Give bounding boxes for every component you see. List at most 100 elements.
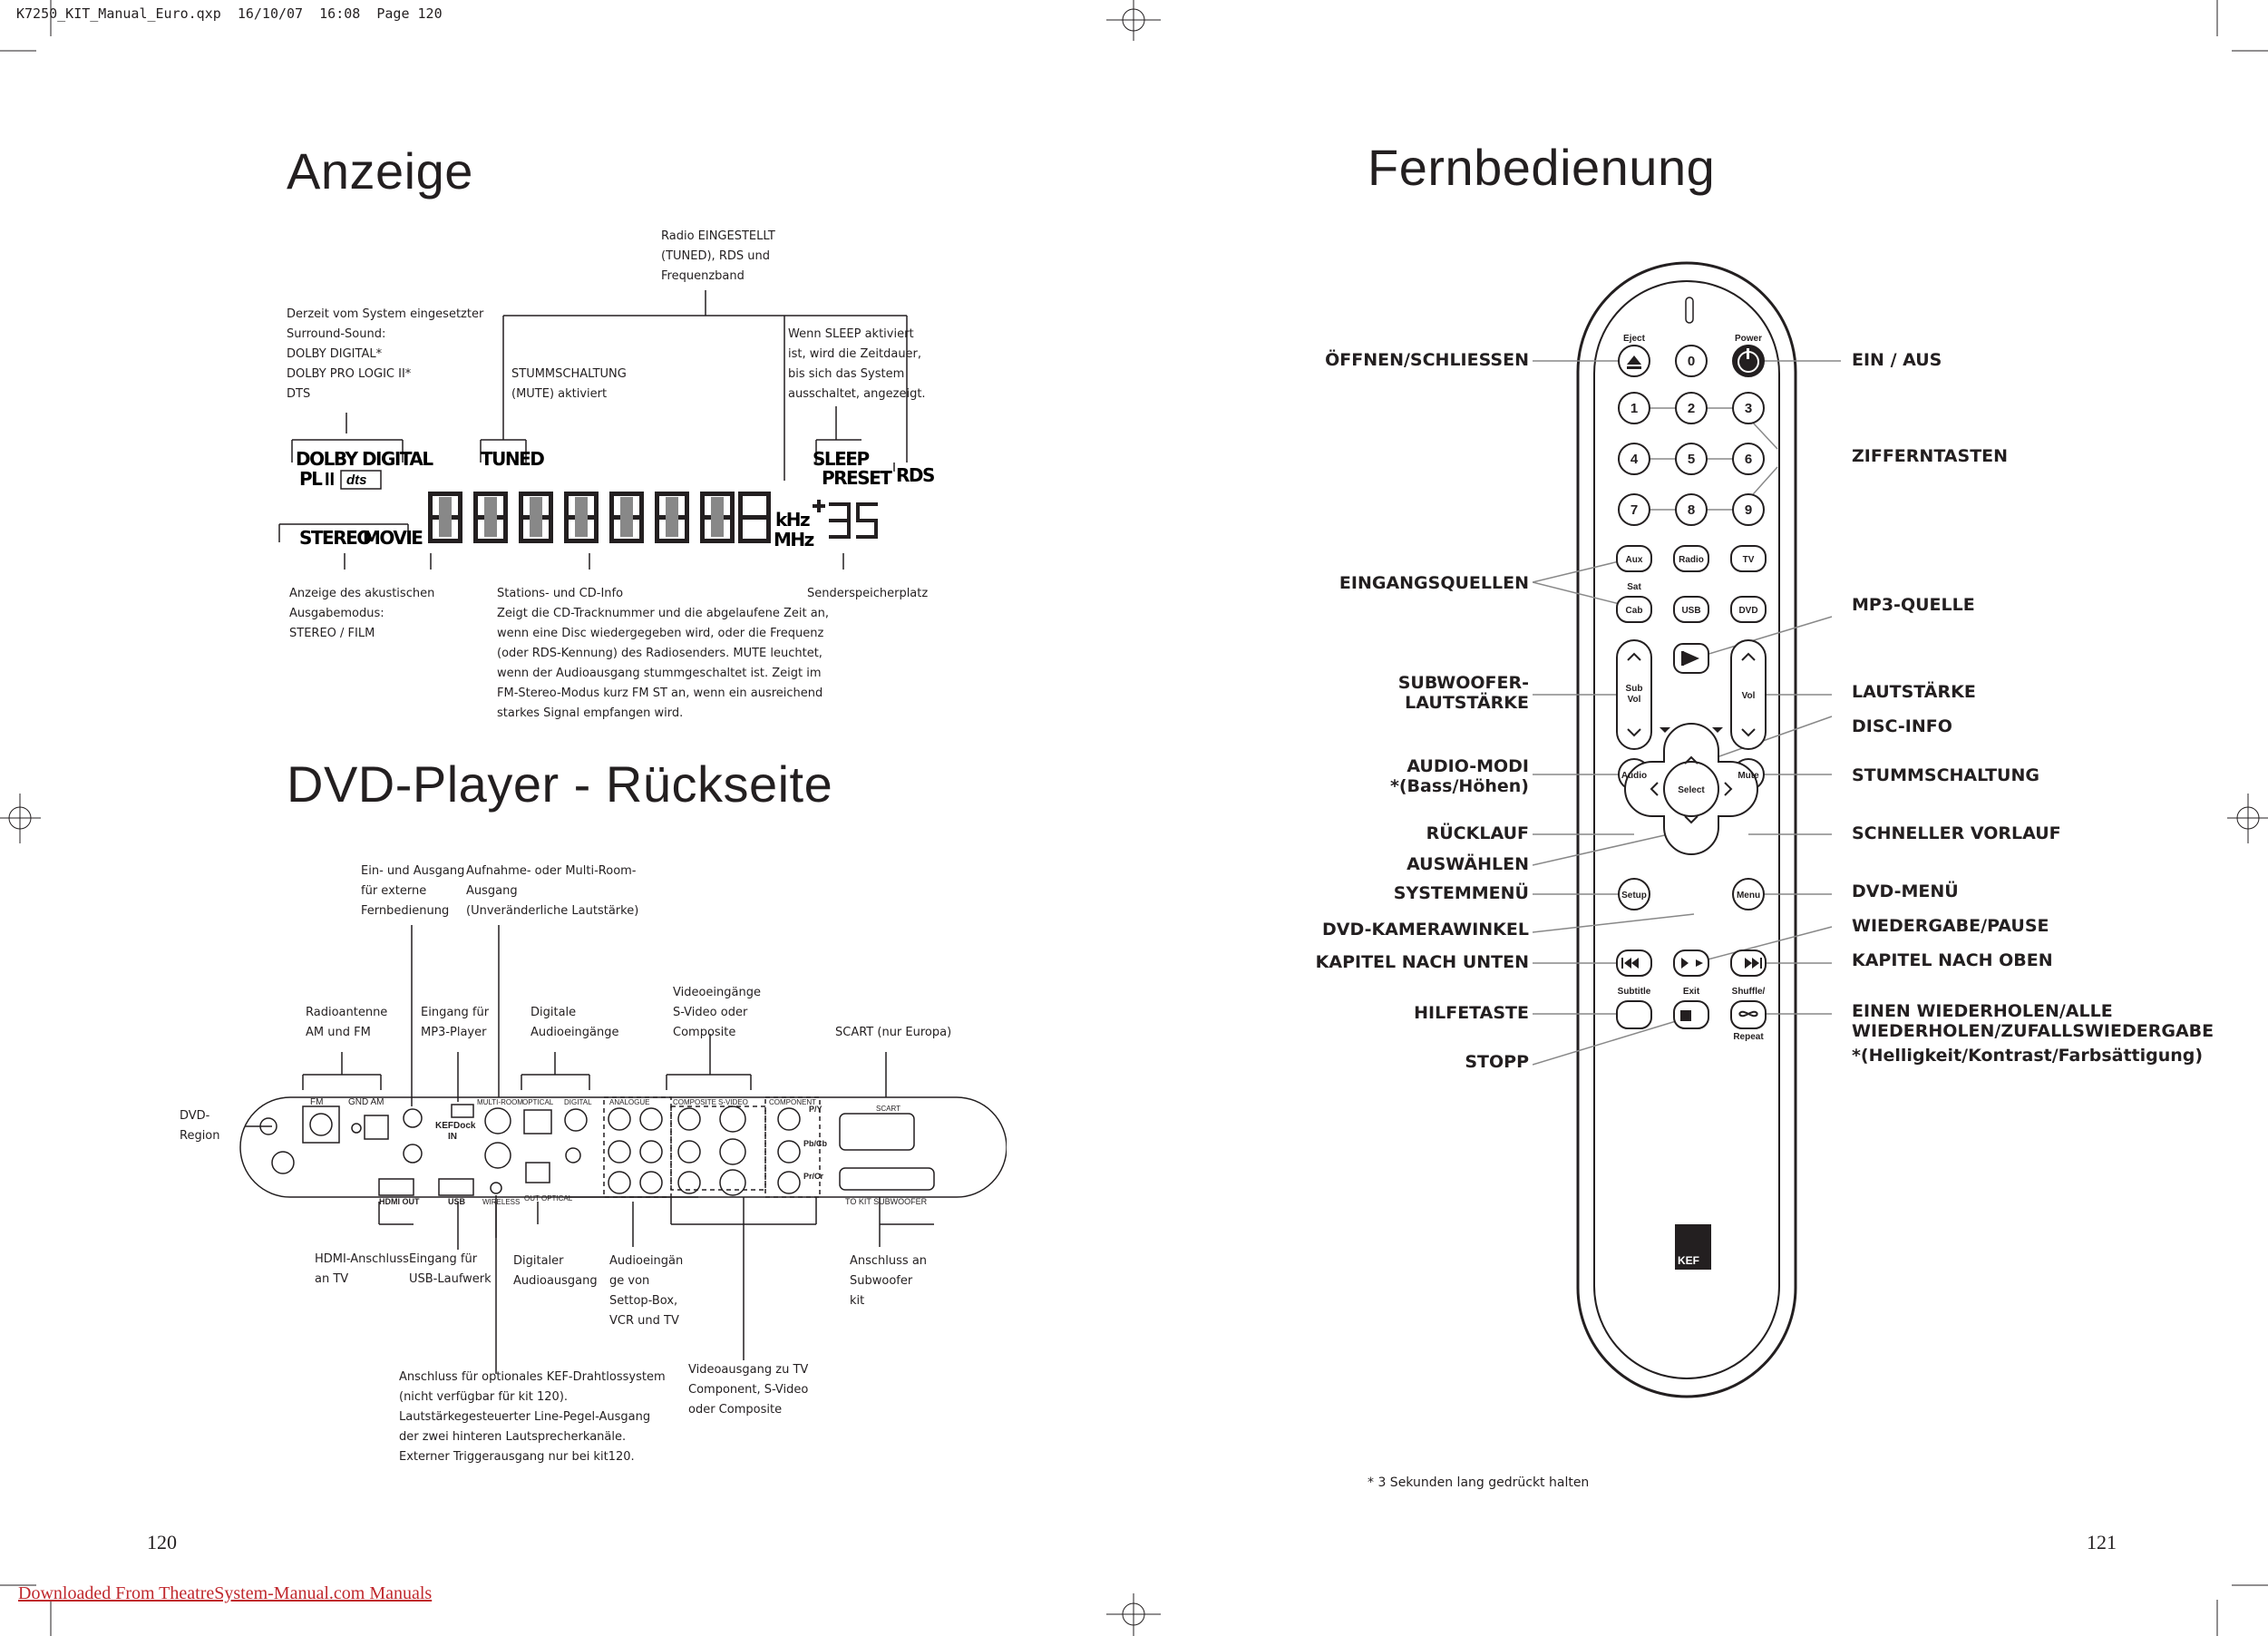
- btn-repeat-label: Repeat: [1733, 1032, 1764, 1042]
- panel-out-optical: OUT OPTICAL: [524, 1194, 573, 1203]
- panel-optical: OPTICAL: [522, 1098, 554, 1106]
- print-header: K7250_KIT_Manual_Euro.qxp 16/10/07 16:08…: [16, 5, 443, 22]
- label-audio-modes: AUDIO-MODI *(Bass/Höhen): [1389, 756, 1529, 796]
- panel-pbcb: Pb/Cb: [803, 1139, 828, 1148]
- remote-control-diagram: KEF Eject Power 0 1 2 3 4 5 6 7 8 9 Aux …: [1533, 261, 1841, 1398]
- front-display-diagram: DOLBY DIGITAL PL II dts TUNED STEREO MOV…: [278, 290, 936, 570]
- label-select: AUSWÄHLEN: [1407, 854, 1529, 874]
- btn-setup: Setup: [1621, 891, 1647, 901]
- dvd-rear-panel-diagram: FM GND AM KEFDock IN MULTI-ROOM OPTICAL …: [239, 925, 1007, 1374]
- btn-3: 3: [1745, 401, 1752, 416]
- label-play-pause: WIEDERGABE/PAUSE: [1852, 916, 2049, 936]
- vfd-rds: RDS: [896, 464, 934, 486]
- panel-composite: COMPOSITE: [673, 1098, 716, 1106]
- btn-mute: Mute: [1738, 771, 1759, 781]
- btn-2: 2: [1688, 401, 1695, 416]
- label-subwoofer-volume: SUBWOOFER- LAUTSTÄRKE: [1397, 673, 1529, 713]
- label-volume: LAUTSTÄRKE: [1852, 682, 1976, 702]
- label-stop: STOPP: [1465, 1052, 1529, 1072]
- btn-power-label: Power: [1735, 334, 1762, 344]
- label-disc-info: DISC-INFO: [1852, 716, 1952, 736]
- remote-section-title: Fernbedienung: [1368, 139, 1716, 196]
- panel-in: IN: [448, 1132, 457, 1142]
- vfd-tuned: TUNED: [481, 448, 544, 470]
- callout-mp3-input: Eingang für MP3-Player: [421, 1006, 490, 1039]
- panel-hdmi-out: HDMI OUT: [379, 1197, 420, 1206]
- panel-prcr: Pr/Cr: [803, 1172, 824, 1181]
- label-picture-settings: *(Helligkeit/Kontrast/Farbsättigung): [1852, 1046, 2204, 1066]
- callout-wireless: Anschluss für optionales KEF-Drahtlossys…: [399, 1370, 666, 1464]
- vfd-movie: MOVIE: [363, 527, 423, 549]
- label-repeat-shuffle: EINEN WIEDERHOLEN/ALLE WIEDERHOLEN/ZUFAL…: [1852, 1001, 2214, 1041]
- callout-dvd-region: DVD- Region: [180, 1109, 220, 1143]
- label-dvd-menu: DVD-MENÜ: [1852, 881, 1959, 901]
- panel-usb: USB: [448, 1197, 466, 1206]
- panel-wireless: WIRELESS: [482, 1198, 520, 1206]
- label-power: EIN / AUS: [1852, 350, 1942, 370]
- panel-component: COMPONENT: [769, 1098, 816, 1106]
- btn-cab: Cab: [1626, 606, 1643, 616]
- download-link[interactable]: Downloaded From TheatreSystem-Manual.com…: [18, 1583, 433, 1603]
- vfd-sleep: SLEEP: [813, 448, 869, 470]
- btn-select: Select: [1678, 785, 1705, 795]
- label-mute: STUMMSCHALTUNG: [1852, 765, 2039, 785]
- btn-1: 1: [1630, 401, 1638, 416]
- panel-multiroom: MULTI-ROOM: [477, 1098, 523, 1106]
- btn-tv: TV: [1743, 555, 1755, 565]
- btn-0: 0: [1688, 354, 1695, 369]
- callout-multiroom: Aufnahme- oder Multi-Room- Ausgang (Unve…: [466, 864, 639, 918]
- display-section-title: Anzeige: [287, 142, 473, 200]
- label-mp3-source: MP3-QUELLE: [1852, 595, 1975, 615]
- btn-sat-label: Sat: [1627, 582, 1641, 592]
- btn-8: 8: [1688, 502, 1695, 518]
- btn-sub-vol-label: Vol: [1628, 695, 1641, 705]
- vfd-stereo: STEREO: [299, 527, 371, 549]
- btn-audio: Audio: [1621, 771, 1647, 781]
- btn-vol-label: Vol: [1742, 691, 1756, 701]
- panel-kefdock: KEFDock: [435, 1121, 476, 1131]
- callout-scart: SCART (nur Europa): [835, 1026, 952, 1039]
- label-camera-angle: DVD-KAMERAWINKEL: [1321, 920, 1529, 940]
- btn-radio: Radio: [1679, 555, 1704, 565]
- callout-mute: STUMMSCHALTUNG (MUTE) aktiviert: [511, 367, 627, 401]
- label-system-menu: SYSTEMMENÜ: [1393, 883, 1529, 903]
- btn-7: 7: [1630, 502, 1638, 518]
- callout-hdmi: HDMI-Anschluss an TV: [315, 1252, 409, 1286]
- btn-usb: USB: [1681, 606, 1700, 616]
- panel-svideo: S-VIDEO: [718, 1098, 748, 1106]
- btn-subtitle-label: Subtitle: [1618, 987, 1651, 997]
- btn-eject-label: Eject: [1623, 334, 1646, 344]
- callout-subwoofer: Anschluss an Subwoofer kit: [850, 1254, 928, 1308]
- btn-dvd: DVD: [1738, 606, 1757, 616]
- callout-radio-tuned: Radio EINGESTELLT (TUNED), RDS und Frequ…: [661, 229, 775, 283]
- panel-scart: SCART: [876, 1105, 900, 1113]
- btn-6: 6: [1745, 452, 1752, 467]
- callout-radio-antenna: Radioantenne AM und FM: [306, 1006, 388, 1039]
- vfd-mhz: MHz: [774, 529, 814, 550]
- vfd-khz: kHz: [775, 509, 810, 531]
- callout-surround: Derzeit vom System eingesetzter Surround…: [287, 307, 484, 401]
- label-rewind: RÜCKLAUF: [1426, 823, 1529, 843]
- panel-gnd-am: GND AM: [348, 1097, 384, 1107]
- label-chapter-up: KAPITEL NACH OBEN: [1852, 950, 2053, 970]
- vfd-pl-ii-glyph: II: [325, 470, 335, 490]
- btn-9: 9: [1745, 502, 1752, 518]
- page-number-left: 120: [147, 1531, 177, 1553]
- callout-remote-io: Ein- und Ausgang für externe Fernbedienu…: [361, 864, 465, 918]
- label-help: HILFETASTE: [1414, 1003, 1529, 1023]
- btn-aux: Aux: [1626, 555, 1643, 565]
- panel-fm: FM: [310, 1097, 323, 1107]
- btn-5: 5: [1688, 452, 1695, 467]
- vfd-preset: PRESET: [822, 467, 892, 489]
- callout-audio-in: Audioeingän ge von Settop-Box, VCR und T…: [609, 1254, 684, 1328]
- panel-to-kit-sub: TO KIT SUBWOOFER: [845, 1197, 928, 1206]
- btn-menu: Menu: [1737, 891, 1760, 901]
- callout-station-info: Stations- und CD-Info Zeigt die CD-Track…: [497, 587, 830, 720]
- callout-video-in: Videoeingänge S-Video oder Composite: [673, 986, 761, 1039]
- kef-logo-text: KEF: [1678, 1254, 1699, 1267]
- btn-4: 4: [1630, 452, 1639, 467]
- callout-digital-out: Digitaler Audioausgang: [513, 1254, 598, 1288]
- btn-exit-label: Exit: [1683, 987, 1700, 997]
- btn-sub-label: Sub: [1626, 684, 1643, 694]
